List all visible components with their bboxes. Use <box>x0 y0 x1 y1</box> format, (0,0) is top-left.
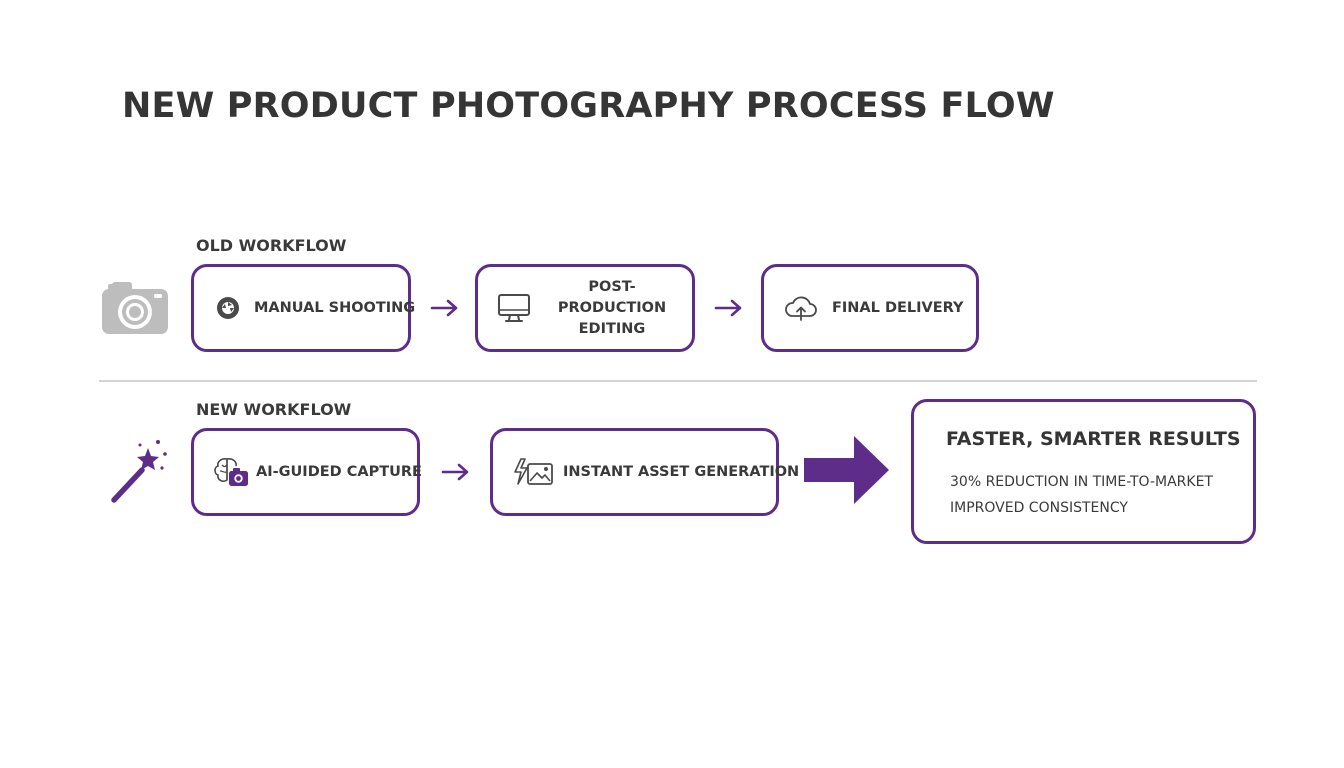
new-workflow-label: NEW WORKFLOW <box>196 400 352 419</box>
arrow-right-icon <box>430 297 460 323</box>
step-label-line: EDITING <box>578 320 646 337</box>
shutter-icon <box>214 295 242 321</box>
brain-camera-icon <box>212 455 250 489</box>
result-title: FASTER, SMARTER RESULTS <box>946 428 1241 450</box>
result-line: IMPROVED CONSISTENCY <box>950 500 1128 516</box>
section-divider <box>99 380 1257 382</box>
step-label: POST-PRODUCTION EDITING <box>544 277 680 340</box>
old-workflow-label: OLD WORKFLOW <box>196 236 347 255</box>
step-label: AI-GUIDED CAPTURE <box>256 463 422 480</box>
step-instant-asset-generation: INSTANT ASSET GENERATION <box>490 428 799 516</box>
camera-icon <box>100 280 170 340</box>
cloud-upload-icon <box>782 294 820 322</box>
arrow-right-icon <box>441 461 471 487</box>
result-card: FASTER, SMARTER RESULTS 30% REDUCTION IN… <box>911 399 1256 544</box>
step-label: FINAL DELIVERY <box>832 299 964 316</box>
step-manual-shooting: MANUAL SHOOTING <box>191 264 415 352</box>
step-ai-guided-capture: AI-GUIDED CAPTURE <box>191 428 422 516</box>
page-title: NEW PRODUCT PHOTOGRAPHY PROCESS FLOW <box>122 86 1055 126</box>
lightning-image-icon <box>511 456 555 488</box>
step-post-production: POST-PRODUCTION EDITING <box>475 264 695 352</box>
step-label: MANUAL SHOOTING <box>254 299 416 316</box>
step-label: INSTANT ASSET GENERATION <box>563 463 800 480</box>
monitor-icon <box>496 293 532 323</box>
arrow-right-icon <box>714 297 744 323</box>
step-final-delivery: FINAL DELIVERY <box>761 264 979 352</box>
magic-wand-icon <box>108 436 170 510</box>
step-label-line: POST-PRODUCTION <box>557 278 667 316</box>
big-arrow-right-icon <box>804 436 890 508</box>
result-line: 30% REDUCTION IN TIME-TO-MARKET <box>950 474 1213 490</box>
